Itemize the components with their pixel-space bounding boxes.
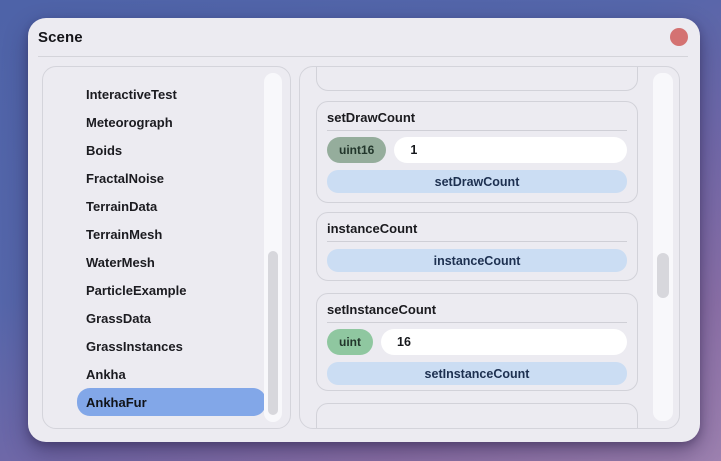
sidebar-item-grassdata[interactable]: GrassData	[86, 310, 152, 326]
sidebar-item-terraindata[interactable]: TerrainData	[86, 198, 158, 214]
invoke-button[interactable]: setDrawCount	[327, 170, 627, 193]
partial-card-top	[316, 67, 638, 91]
method-card: instanceCount instanceCount	[316, 212, 638, 281]
partial-card-bottom	[316, 403, 638, 428]
sidebar-item-terrainmesh[interactable]: TerrainMesh	[86, 226, 163, 242]
card-divider	[327, 130, 627, 131]
sidebar-item-watermesh[interactable]: WaterMesh	[86, 254, 155, 270]
card-title: setDrawCount	[327, 110, 416, 125]
sidebar-item-ankha[interactable]: Ankha	[86, 366, 126, 382]
invoke-button[interactable]: instanceCount	[327, 249, 627, 272]
param-row: uint16	[327, 137, 627, 163]
sidebar-item-fractalnoise[interactable]: FractalNoise	[86, 170, 165, 186]
panel-scrollbar-thumb[interactable]	[657, 253, 669, 298]
window-title: Scene	[38, 28, 83, 46]
invoke-button[interactable]: setInstanceCount	[327, 362, 627, 385]
param-type-badge: uint	[327, 329, 373, 355]
method-card: setInstanceCount uint setInstanceCount	[316, 293, 638, 391]
sidebar-item-grassinstances[interactable]: GrassInstances	[86, 338, 183, 354]
title-bar: Scene	[38, 18, 688, 57]
card-divider	[327, 241, 627, 242]
sidebar-item-interactivetest[interactable]: InteractiveTest	[86, 86, 177, 102]
param-type-badge: uint16	[327, 137, 387, 163]
sidebar-scrollbar-thumb[interactable]	[268, 251, 278, 415]
sidebar-item-meteorograph[interactable]: Meteorograph	[86, 114, 173, 130]
param-row: uint	[327, 329, 627, 355]
close-button[interactable]	[670, 28, 688, 46]
card-divider	[327, 322, 627, 323]
panel-scrollbar-track[interactable]	[653, 73, 673, 421]
sidebar-item-particleexample[interactable]: ParticleExample	[86, 282, 187, 298]
sidebar-item-ankhafur[interactable]: AnkhaFur	[77, 388, 266, 416]
param-value-input[interactable]	[381, 329, 627, 355]
sidebar-item-boids[interactable]: Boids	[86, 142, 123, 158]
method-cards: setDrawCount uint16 setDrawCount instanceCo…	[316, 67, 638, 428]
method-panel: setDrawCount uint16 setDrawCount instanceCo…	[299, 66, 680, 429]
param-value-input[interactable]	[394, 137, 627, 163]
card-title: instanceCount	[327, 221, 418, 236]
card-title: setInstanceCount	[327, 302, 437, 317]
method-card: setDrawCount uint16 setDrawCount	[316, 101, 638, 203]
